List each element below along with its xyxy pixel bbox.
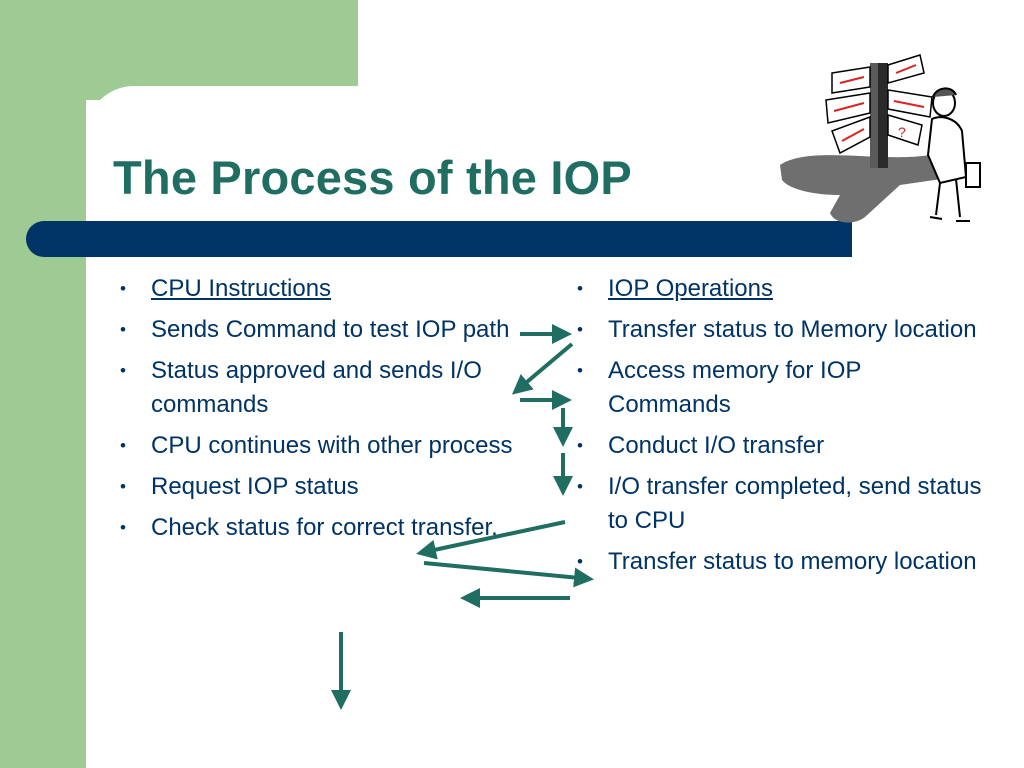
bullet-icon: • bbox=[577, 552, 583, 571]
signpost-confused-man-icon: ? bbox=[780, 54, 981, 223]
list-item: • Access memory for IOP Commands bbox=[570, 354, 990, 422]
bullet-icon: • bbox=[577, 320, 583, 339]
list-item-text: CPU continues with other process bbox=[151, 432, 513, 459]
list-item: • I/O transfer completed, send status to … bbox=[570, 470, 990, 538]
list-item: • Sends Command to test IOP path bbox=[113, 313, 513, 347]
list-item: • IOP Operations bbox=[570, 272, 990, 306]
list-item: • CPU Instructions bbox=[113, 272, 513, 306]
list-item: • Transfer status to Memory location bbox=[570, 313, 990, 347]
bullet-icon: • bbox=[577, 477, 583, 496]
list-item: • Status approved and sends I/O commands bbox=[113, 354, 513, 422]
list-item-text: Check status for correct transfer. bbox=[151, 514, 498, 541]
list-item: • Check status for correct transfer. bbox=[113, 511, 513, 545]
list-item-text: Sends Command to test IOP path bbox=[151, 316, 510, 343]
bullet-icon: • bbox=[577, 436, 583, 455]
list-item-text: Transfer status to memory location bbox=[608, 548, 977, 575]
bullet-icon: • bbox=[120, 518, 126, 537]
list-item: • Request IOP status bbox=[113, 470, 513, 504]
list-item: • Transfer status to memory location bbox=[570, 545, 990, 579]
list-heading: CPU Instructions bbox=[151, 275, 332, 302]
bullet-icon: • bbox=[577, 279, 583, 298]
list-item-text: Request IOP status bbox=[151, 473, 359, 500]
cpu-instructions-list: • CPU Instructions • Sends Command to test… bbox=[113, 272, 513, 552]
list-item-text: Access memory for IOP Commands bbox=[608, 357, 861, 418]
svg-text:?: ? bbox=[898, 124, 906, 140]
bullet-icon: • bbox=[577, 361, 583, 380]
slide-title: The Process of the IOP bbox=[113, 151, 632, 204]
list-heading: IOP Operations bbox=[608, 275, 773, 302]
list-item-text: Transfer status to Memory location bbox=[608, 316, 977, 343]
list-item-text: Conduct I/O transfer bbox=[608, 432, 825, 459]
bullet-icon: • bbox=[120, 320, 126, 339]
bullet-icon: • bbox=[120, 361, 126, 380]
list-item-text: Status approved and sends I/O commands bbox=[151, 357, 482, 418]
list-item: • CPU continues with other process bbox=[113, 429, 513, 463]
list-item-text: I/O transfer completed, send status to C… bbox=[608, 473, 982, 534]
list-item: • Conduct I/O transfer bbox=[570, 429, 990, 463]
title-underline-bar bbox=[26, 221, 852, 257]
bullet-icon: • bbox=[120, 279, 126, 298]
bullet-icon: • bbox=[120, 436, 126, 455]
accent-strip-top bbox=[0, 0, 358, 100]
bullet-icon: • bbox=[120, 477, 126, 496]
iop-operations-list: • IOP Operations • Transfer status to Memo… bbox=[570, 272, 990, 586]
accent-strip-left bbox=[0, 0, 86, 768]
